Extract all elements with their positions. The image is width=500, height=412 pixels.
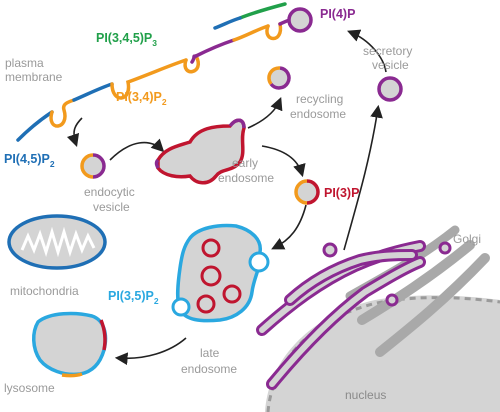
pi34p2-label: PI(3,4)P2: [116, 90, 167, 107]
nucleus-label: nucleus: [345, 388, 386, 402]
golgi-label: Golgi: [453, 232, 481, 246]
secretory-vesicle-shape: [377, 76, 403, 102]
late-endosome-label-2: endosome: [181, 362, 237, 376]
recycling-endosome-vesicle: [267, 66, 291, 90]
lysosome-shape: [32, 311, 108, 378]
recycling-endosome-label-2: endosome: [290, 107, 346, 121]
pi3p-label: PI(3)P: [324, 186, 359, 200]
golgi-purple: [256, 240, 452, 390]
secretory-vesicle-label-2: vesicle: [372, 58, 409, 72]
lysosome-label: lysosome: [4, 381, 55, 395]
endocytic-vesicle-shape: [80, 153, 106, 179]
pi4p-label: PI(4)P: [320, 7, 355, 21]
arrows: [66, 29, 387, 366]
mitochondria-label: mitochondria: [10, 284, 79, 298]
plasma-membrane-label-2: membrane: [5, 70, 63, 84]
early-endosome-label-2: endosome: [218, 171, 274, 185]
early-endosome-shape: [156, 118, 246, 185]
endocytic-vesicle-label-2: vesicle: [93, 200, 130, 214]
plasma-membrane-label-1: plasma: [5, 56, 44, 70]
late-endosome-label-1: late: [200, 346, 220, 360]
late-endosome-shape: [171, 223, 270, 323]
recycling-endosome-label-1: recycling: [296, 92, 343, 106]
pi3p-vesicle: [294, 179, 320, 205]
mitochondria-shape: [7, 214, 107, 270]
endocytic-vesicle-label-1: endocytic: [84, 185, 135, 199]
early-endosome-label-1: early: [232, 156, 258, 170]
secretory-vesicle-label-1: secretory: [363, 44, 412, 58]
pi345p3-label: PI(3,4,5)P3: [96, 31, 157, 48]
pi4p-vesicle: [287, 7, 313, 33]
pi35p2-label: PI(3,5)P2: [108, 289, 159, 306]
nucleus-envelope: [266, 296, 500, 412]
pi45p2-label: PI(4,5)P2: [4, 152, 55, 169]
